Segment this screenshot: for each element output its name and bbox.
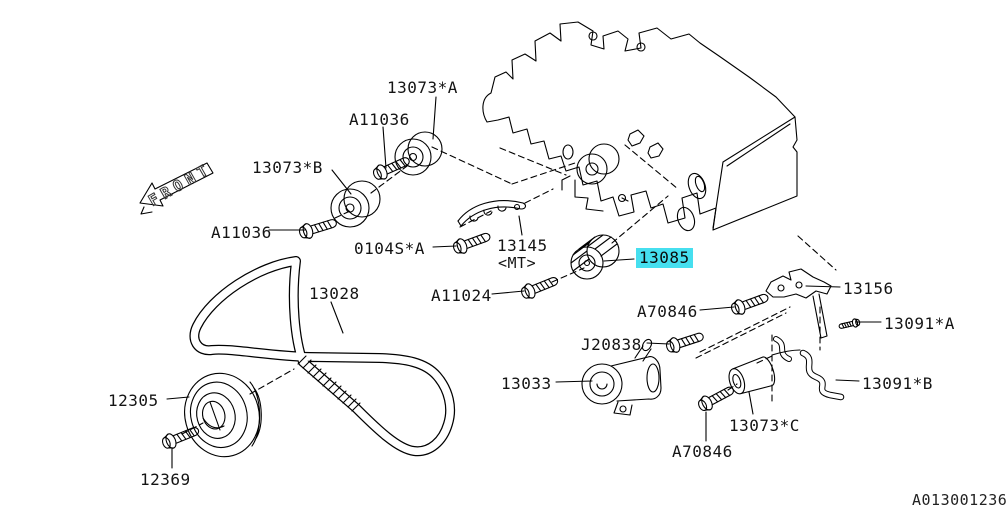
part-label-13028[interactable]: 13028 bbox=[309, 284, 360, 303]
part-label-13091b[interactable]: 13091*B bbox=[862, 374, 933, 393]
part-label-13073b[interactable]: 13073*B bbox=[252, 158, 323, 177]
leader-lines bbox=[167, 97, 881, 468]
idler-pulley-13073b-drawing bbox=[331, 181, 380, 227]
roller-13073c-drawing bbox=[726, 355, 778, 397]
toothed-idler-13085-drawing bbox=[571, 235, 619, 279]
part-label-12305[interactable]: 12305 bbox=[108, 391, 159, 410]
part-label-13145-note: <MT> bbox=[498, 254, 537, 272]
bolt-j20838 bbox=[664, 328, 706, 356]
diagram-code: A013001236 bbox=[912, 491, 1006, 509]
bolt-0104sa bbox=[450, 228, 493, 257]
part-label-13145[interactable]: 13145 bbox=[497, 236, 548, 255]
bolt-a11024 bbox=[518, 272, 561, 302]
part-label-a11036-left[interactable]: A11036 bbox=[211, 223, 272, 242]
front-arrow bbox=[140, 163, 213, 214]
tensioner-13033-drawing bbox=[582, 338, 661, 415]
part-label-12369[interactable]: 12369 bbox=[140, 470, 191, 489]
stay-link-line bbox=[772, 350, 800, 355]
part-label-13091a[interactable]: 13091*A bbox=[884, 314, 955, 333]
part-label-13073a[interactable]: 13073*A bbox=[387, 78, 458, 97]
bolt-a70846-bottom bbox=[695, 381, 738, 415]
engine-block-outline bbox=[483, 22, 797, 233]
part-label-a11024[interactable]: A11024 bbox=[431, 286, 492, 305]
part-label-13033[interactable]: 13033 bbox=[501, 374, 552, 393]
crank-pulley-drawing bbox=[175, 365, 268, 465]
bracket-13156-drawing bbox=[766, 269, 831, 338]
part-label-a70846-top[interactable]: A70846 bbox=[637, 302, 698, 321]
idler-pulley-13073a-drawing bbox=[395, 132, 442, 175]
bolt-13091a bbox=[837, 317, 861, 331]
part-label-13156[interactable]: 13156 bbox=[843, 279, 894, 298]
belt-guide-13145-drawing bbox=[458, 201, 525, 226]
center-tensioner-assembly-drawing bbox=[562, 130, 663, 211]
bolt-a70846-top bbox=[728, 289, 771, 318]
stay-13091b-drawing bbox=[776, 339, 841, 397]
part-label-a70846-bottom[interactable]: A70846 bbox=[672, 442, 733, 461]
bolt-a11036-left bbox=[297, 214, 339, 242]
part-label-j20838[interactable]: J20838 bbox=[581, 335, 642, 354]
part-label-a11036-top[interactable]: A11036 bbox=[349, 110, 410, 129]
part-label-0104sa[interactable]: 0104S*A bbox=[354, 239, 425, 258]
part-label-13085-highlighted[interactable]: 13085 bbox=[636, 248, 693, 268]
timing-belt-drawing bbox=[194, 261, 450, 451]
part-label-13073c[interactable]: 13073*C bbox=[729, 416, 800, 435]
assembly-dashed-lines bbox=[182, 145, 836, 434]
belt-teeth-hatch bbox=[298, 356, 360, 411]
